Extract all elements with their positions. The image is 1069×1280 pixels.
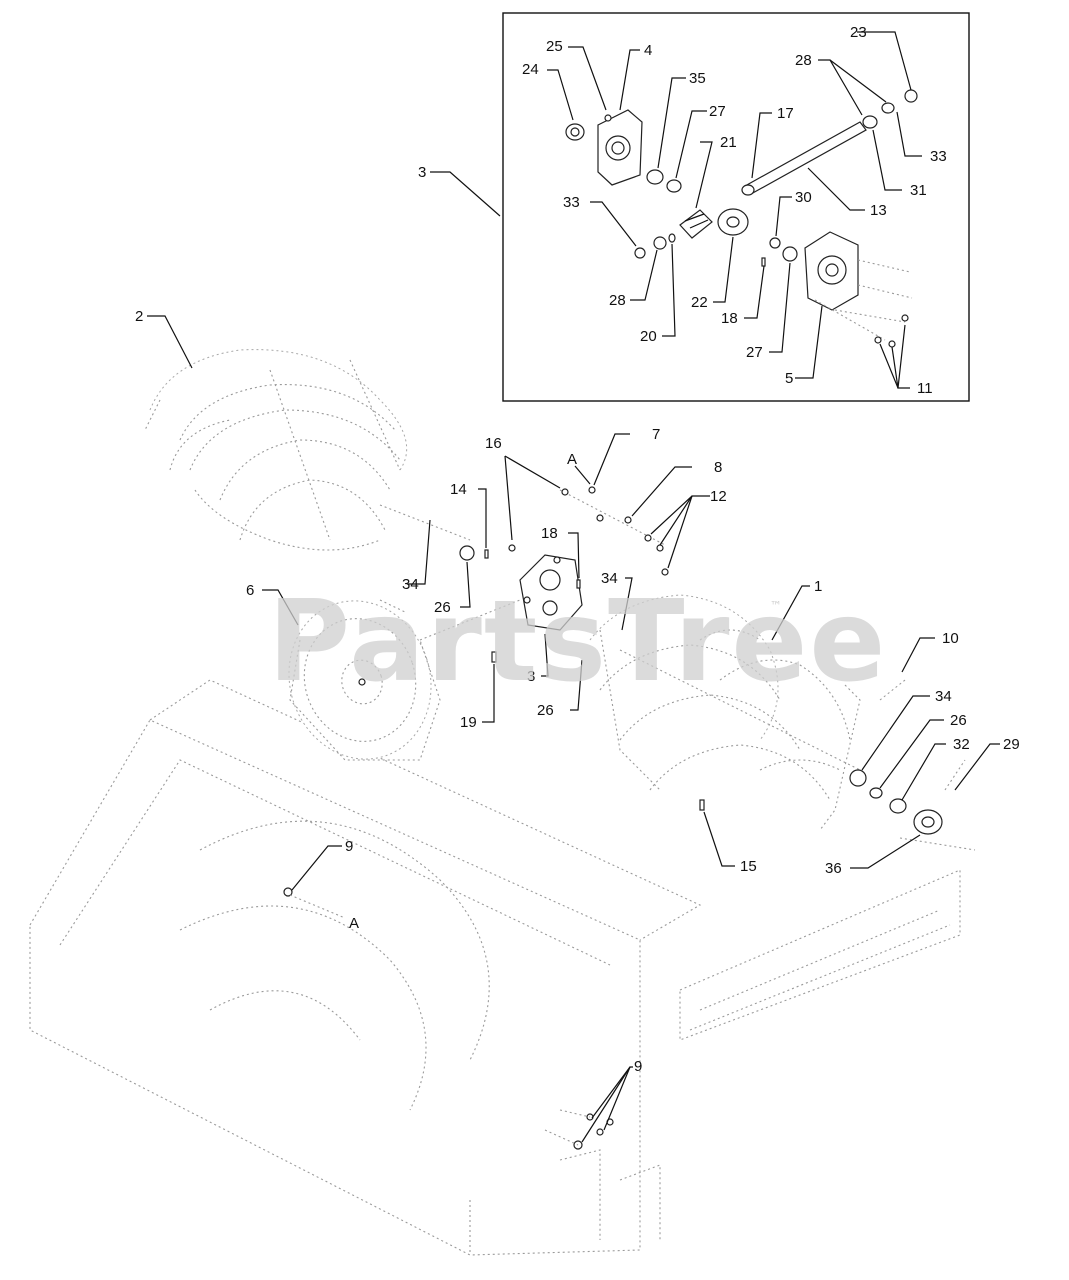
callout-9-upper: 9 [345, 838, 353, 855]
auger-left [144, 349, 471, 551]
callout-A-lower: A [349, 915, 359, 932]
callout-5: 5 [785, 370, 793, 387]
callout-33b: 33 [563, 194, 580, 211]
callout-32: 32 [953, 736, 970, 753]
callout-34-center: 34 [601, 570, 618, 587]
callout-29: 29 [1003, 736, 1020, 753]
callout-19: 19 [460, 714, 477, 731]
callout-18-main: 18 [541, 525, 558, 542]
callout-17: 17 [777, 105, 794, 122]
inset-callouts: 23 25 4 24 35 28 27 17 33 21 31 13 30 33… [418, 24, 947, 397]
watermark-trademark: ™ [770, 599, 782, 613]
callout-25: 25 [546, 38, 563, 55]
auger-housing-outline [29, 679, 961, 1256]
callout-15: 15 [740, 858, 757, 875]
callout-26-center: 26 [537, 702, 554, 719]
callout-10: 10 [942, 630, 959, 647]
callout-20: 20 [640, 328, 657, 345]
callout-1: 1 [814, 578, 822, 595]
callout-12: 12 [710, 488, 727, 505]
callout-21: 21 [720, 134, 737, 151]
callout-18: 18 [721, 310, 738, 327]
callout-8: 8 [714, 459, 722, 476]
callout-6: 6 [246, 582, 254, 599]
callout-28b: 28 [609, 292, 626, 309]
callout-22: 22 [691, 294, 708, 311]
bolts-9 [283, 887, 614, 1150]
partstree-watermark: PartsTree ™ [268, 577, 887, 707]
callout-33: 33 [930, 148, 947, 165]
callout-28: 28 [795, 52, 812, 69]
callout-3-main: 3 [527, 668, 535, 685]
callout-34-left: 34 [402, 576, 419, 593]
worm-shaft [744, 121, 867, 195]
callout-36: 36 [825, 860, 842, 877]
callout-9-lower: 9 [634, 1058, 642, 1075]
callout-27: 27 [709, 103, 726, 120]
callout-3-inset: 3 [418, 164, 426, 181]
gearbox-inset-parts [565, 89, 918, 348]
shaft-hardware [459, 486, 669, 663]
gearbox-assembly-main [419, 554, 583, 641]
callout-14: 14 [450, 481, 467, 498]
callout-34-right: 34 [935, 688, 952, 705]
gearbox-inset-frame [502, 12, 970, 402]
callout-26-left: 26 [434, 599, 451, 616]
callout-11: 11 [917, 380, 933, 397]
callout-24: 24 [522, 61, 539, 78]
callout-7: 7 [652, 426, 660, 443]
callout-30: 30 [795, 189, 812, 206]
callout-31: 31 [910, 182, 927, 199]
leader-lines [147, 31, 1000, 1143]
callout-4: 4 [644, 42, 652, 59]
callout-A-top: A [567, 451, 577, 468]
auger-right [589, 594, 861, 831]
right-end-hardware [699, 679, 976, 851]
callout-23: 23 [850, 24, 867, 41]
worm-gear [679, 209, 713, 239]
callout-26-right: 26 [950, 712, 967, 729]
callout-35: 35 [689, 70, 706, 87]
callout-27b: 27 [746, 344, 763, 361]
callout-13: 13 [870, 202, 887, 219]
callout-2: 2 [135, 308, 143, 325]
auger-housing-side-plate [288, 599, 441, 761]
main-callouts: 2 16 A 7 8 12 14 18 34 34 6 26 1 10 3 26… [135, 308, 1020, 1075]
bolts-11 [814, 259, 913, 348]
watermark-text: PartsTree [268, 577, 887, 707]
callout-16: 16 [485, 435, 502, 452]
